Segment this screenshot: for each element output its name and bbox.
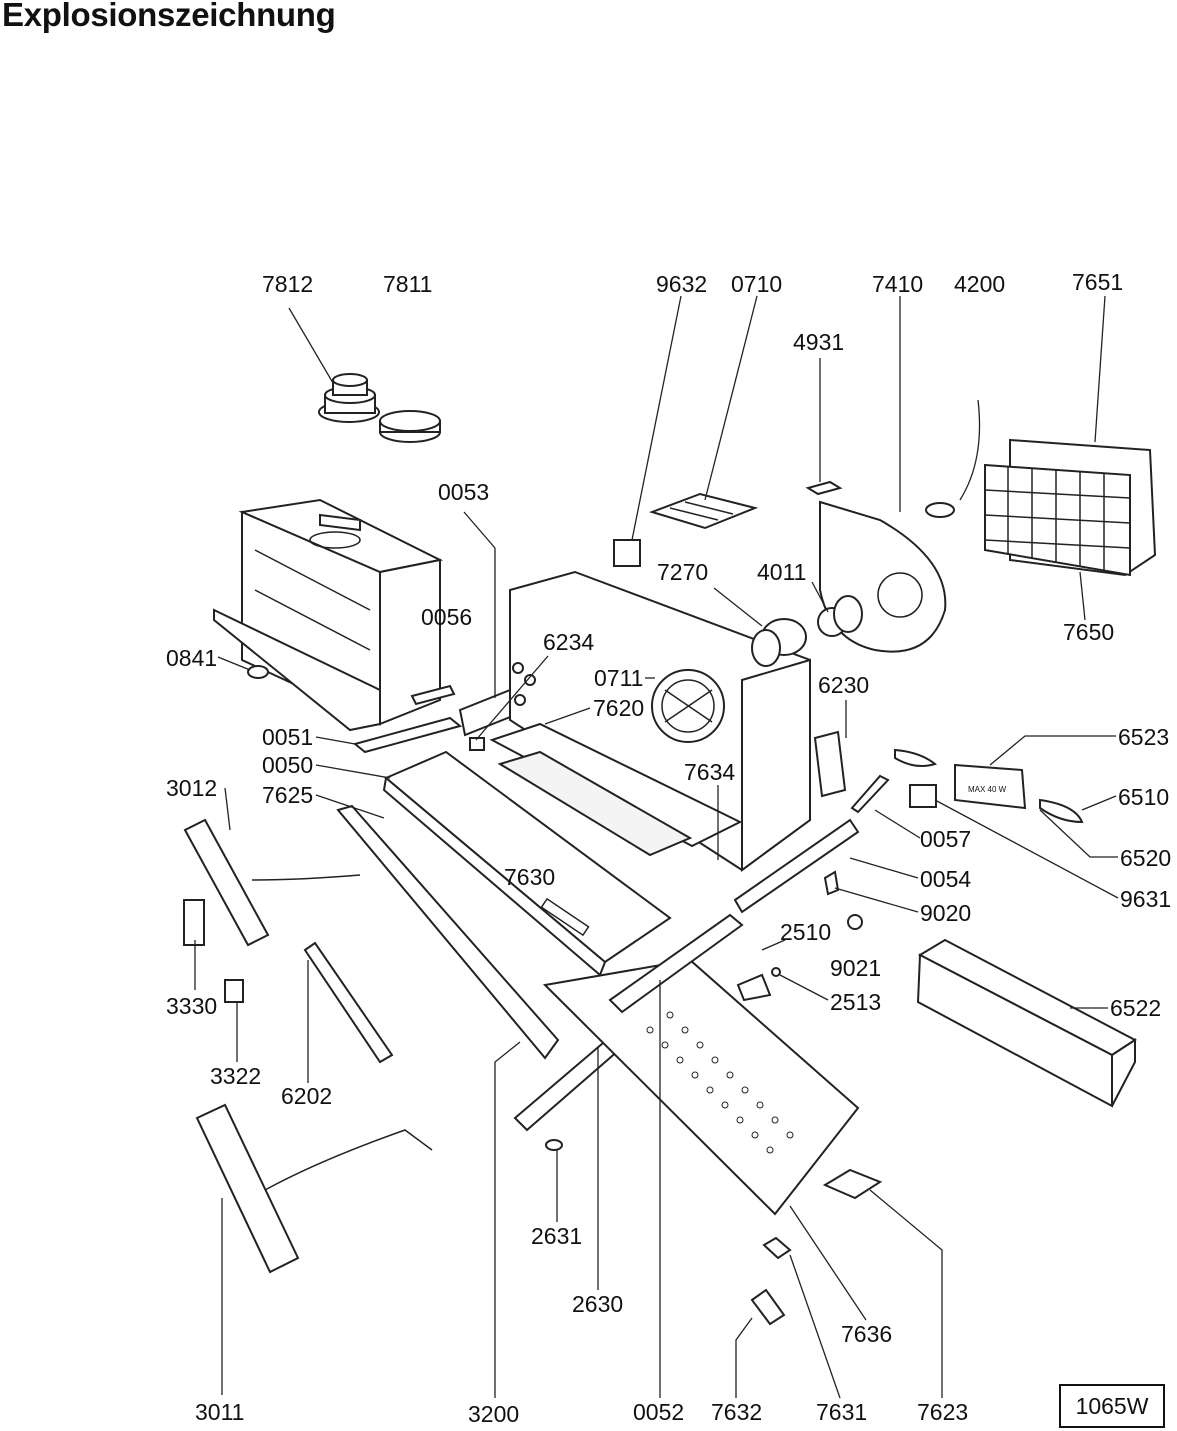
- part-4931-plate: [805, 480, 843, 496]
- label-7651: 7651: [1072, 269, 1123, 295]
- label-3330: 3330: [166, 993, 217, 1019]
- label-3322: 3322: [210, 1063, 261, 1089]
- part-6523-lamp-holder: MAX 40 W: [954, 763, 1027, 810]
- label-7630: 7630: [504, 864, 555, 890]
- label-0711: 0711: [594, 665, 643, 691]
- label-7650: 7650: [1063, 619, 1114, 645]
- part-7811-adapter: [379, 410, 441, 443]
- part-6522-cover: [916, 938, 1137, 1108]
- label-6230: 6230: [818, 672, 869, 698]
- label-3200: 3200: [468, 1401, 519, 1427]
- label-7620: 7620: [593, 695, 644, 721]
- label-9021: 9021: [830, 955, 881, 981]
- label-0056: 0056: [421, 604, 472, 630]
- label-2513: 2513: [830, 989, 881, 1015]
- part-7623-clip: [822, 1168, 883, 1200]
- label-6522: 6522: [1110, 995, 1161, 1021]
- label-0057: 0057: [920, 826, 971, 852]
- label-7410: 7410: [872, 271, 923, 297]
- part-7632-part: [750, 1288, 786, 1326]
- label-7811: 7811: [383, 271, 432, 297]
- part-9020-clip: [823, 870, 840, 896]
- part-7410-blower: [817, 500, 947, 653]
- label-7636: 7636: [841, 1321, 892, 1347]
- label-2631: 2631: [531, 1223, 582, 1249]
- label-3012: 3012: [166, 775, 217, 801]
- part-0057-strip: [850, 774, 890, 814]
- label-6234: 6234: [543, 629, 594, 655]
- label-6510: 6510: [1118, 784, 1169, 810]
- part-0054-rail: [733, 818, 860, 914]
- label-4931: 4931: [793, 329, 844, 355]
- label-0054: 0054: [920, 866, 971, 892]
- part-3011-handle: [195, 1103, 433, 1274]
- label-0841: 0841: [166, 645, 217, 671]
- part-3012-handle: [183, 818, 361, 947]
- label-4200: 4200: [954, 271, 1005, 297]
- part-7270-motor-cap: [751, 618, 807, 667]
- label-0052: 0052: [633, 1399, 684, 1425]
- label-9632: 9632: [656, 271, 707, 297]
- part-6230-bracket: [813, 730, 847, 798]
- part-7270-frame: [509, 570, 811, 872]
- label-7812: 7812: [262, 271, 313, 297]
- part-2513-screw: [771, 967, 781, 977]
- part-4200-cable: [925, 399, 981, 518]
- part-9021-nut: [847, 914, 863, 930]
- part-7631-part: [762, 1236, 792, 1260]
- label-2630: 2630: [572, 1291, 623, 1317]
- part-9632-clip: [613, 539, 641, 567]
- part-2510-bracket: [736, 973, 772, 1002]
- part-0710-grill: [648, 492, 759, 530]
- part-6520-bulb: [894, 748, 938, 767]
- label-7632: 7632: [711, 1399, 762, 1425]
- leader-lines: [194, 295, 1119, 1399]
- reference-code-box: 1065W: [1059, 1384, 1165, 1428]
- label-7270: 7270: [657, 559, 708, 585]
- part-labels: 7812 7811 9632 0710 7410 4200 7651 4931 …: [166, 269, 1171, 1427]
- part-0051-strip: [352, 716, 463, 754]
- part-hood-casing: [213, 498, 444, 732]
- part-strip-small: [410, 684, 456, 706]
- part-7650-grease-filter: [984, 463, 1131, 577]
- part-2631-roller: [545, 1139, 563, 1151]
- label-4011: 4011: [757, 559, 806, 585]
- label-3011: 3011: [195, 1399, 244, 1425]
- label-7625: 7625: [262, 782, 313, 808]
- part-0841-grommet: [247, 665, 269, 679]
- label-7631: 7631: [816, 1399, 867, 1425]
- part-7620-filter-mat: [489, 722, 743, 857]
- label-2510: 2510: [780, 919, 831, 945]
- label-6523: 6523: [1118, 724, 1169, 750]
- part-9631-socket: [909, 784, 937, 808]
- label-0053: 0053: [438, 479, 489, 505]
- label-9631: 9631: [1120, 886, 1171, 912]
- label-7623: 7623: [917, 1399, 968, 1425]
- page-title: Explosionszeichnung: [2, 0, 336, 33]
- part-3200-strip: [336, 804, 560, 1060]
- label-7634: 7634: [684, 759, 735, 785]
- label-0051: 0051: [262, 724, 313, 750]
- part-7636-tray: [542, 958, 860, 1216]
- part-3330-switch: [183, 899, 205, 946]
- part-0052-rail: [608, 913, 744, 1014]
- label-0710: 0710: [731, 271, 782, 297]
- label-9020: 9020: [920, 900, 971, 926]
- lamp-marking: MAX 40 W: [968, 785, 1007, 794]
- part-3322-knob: [224, 979, 244, 1003]
- label-6520: 6520: [1120, 845, 1171, 871]
- part-6202-board: [303, 941, 394, 1064]
- label-0050: 0050: [262, 752, 313, 778]
- part-6510-bulb: [1039, 798, 1084, 824]
- label-6202: 6202: [281, 1083, 332, 1109]
- part-0053-rail: [458, 688, 517, 737]
- part-7812-adapter: [318, 373, 380, 423]
